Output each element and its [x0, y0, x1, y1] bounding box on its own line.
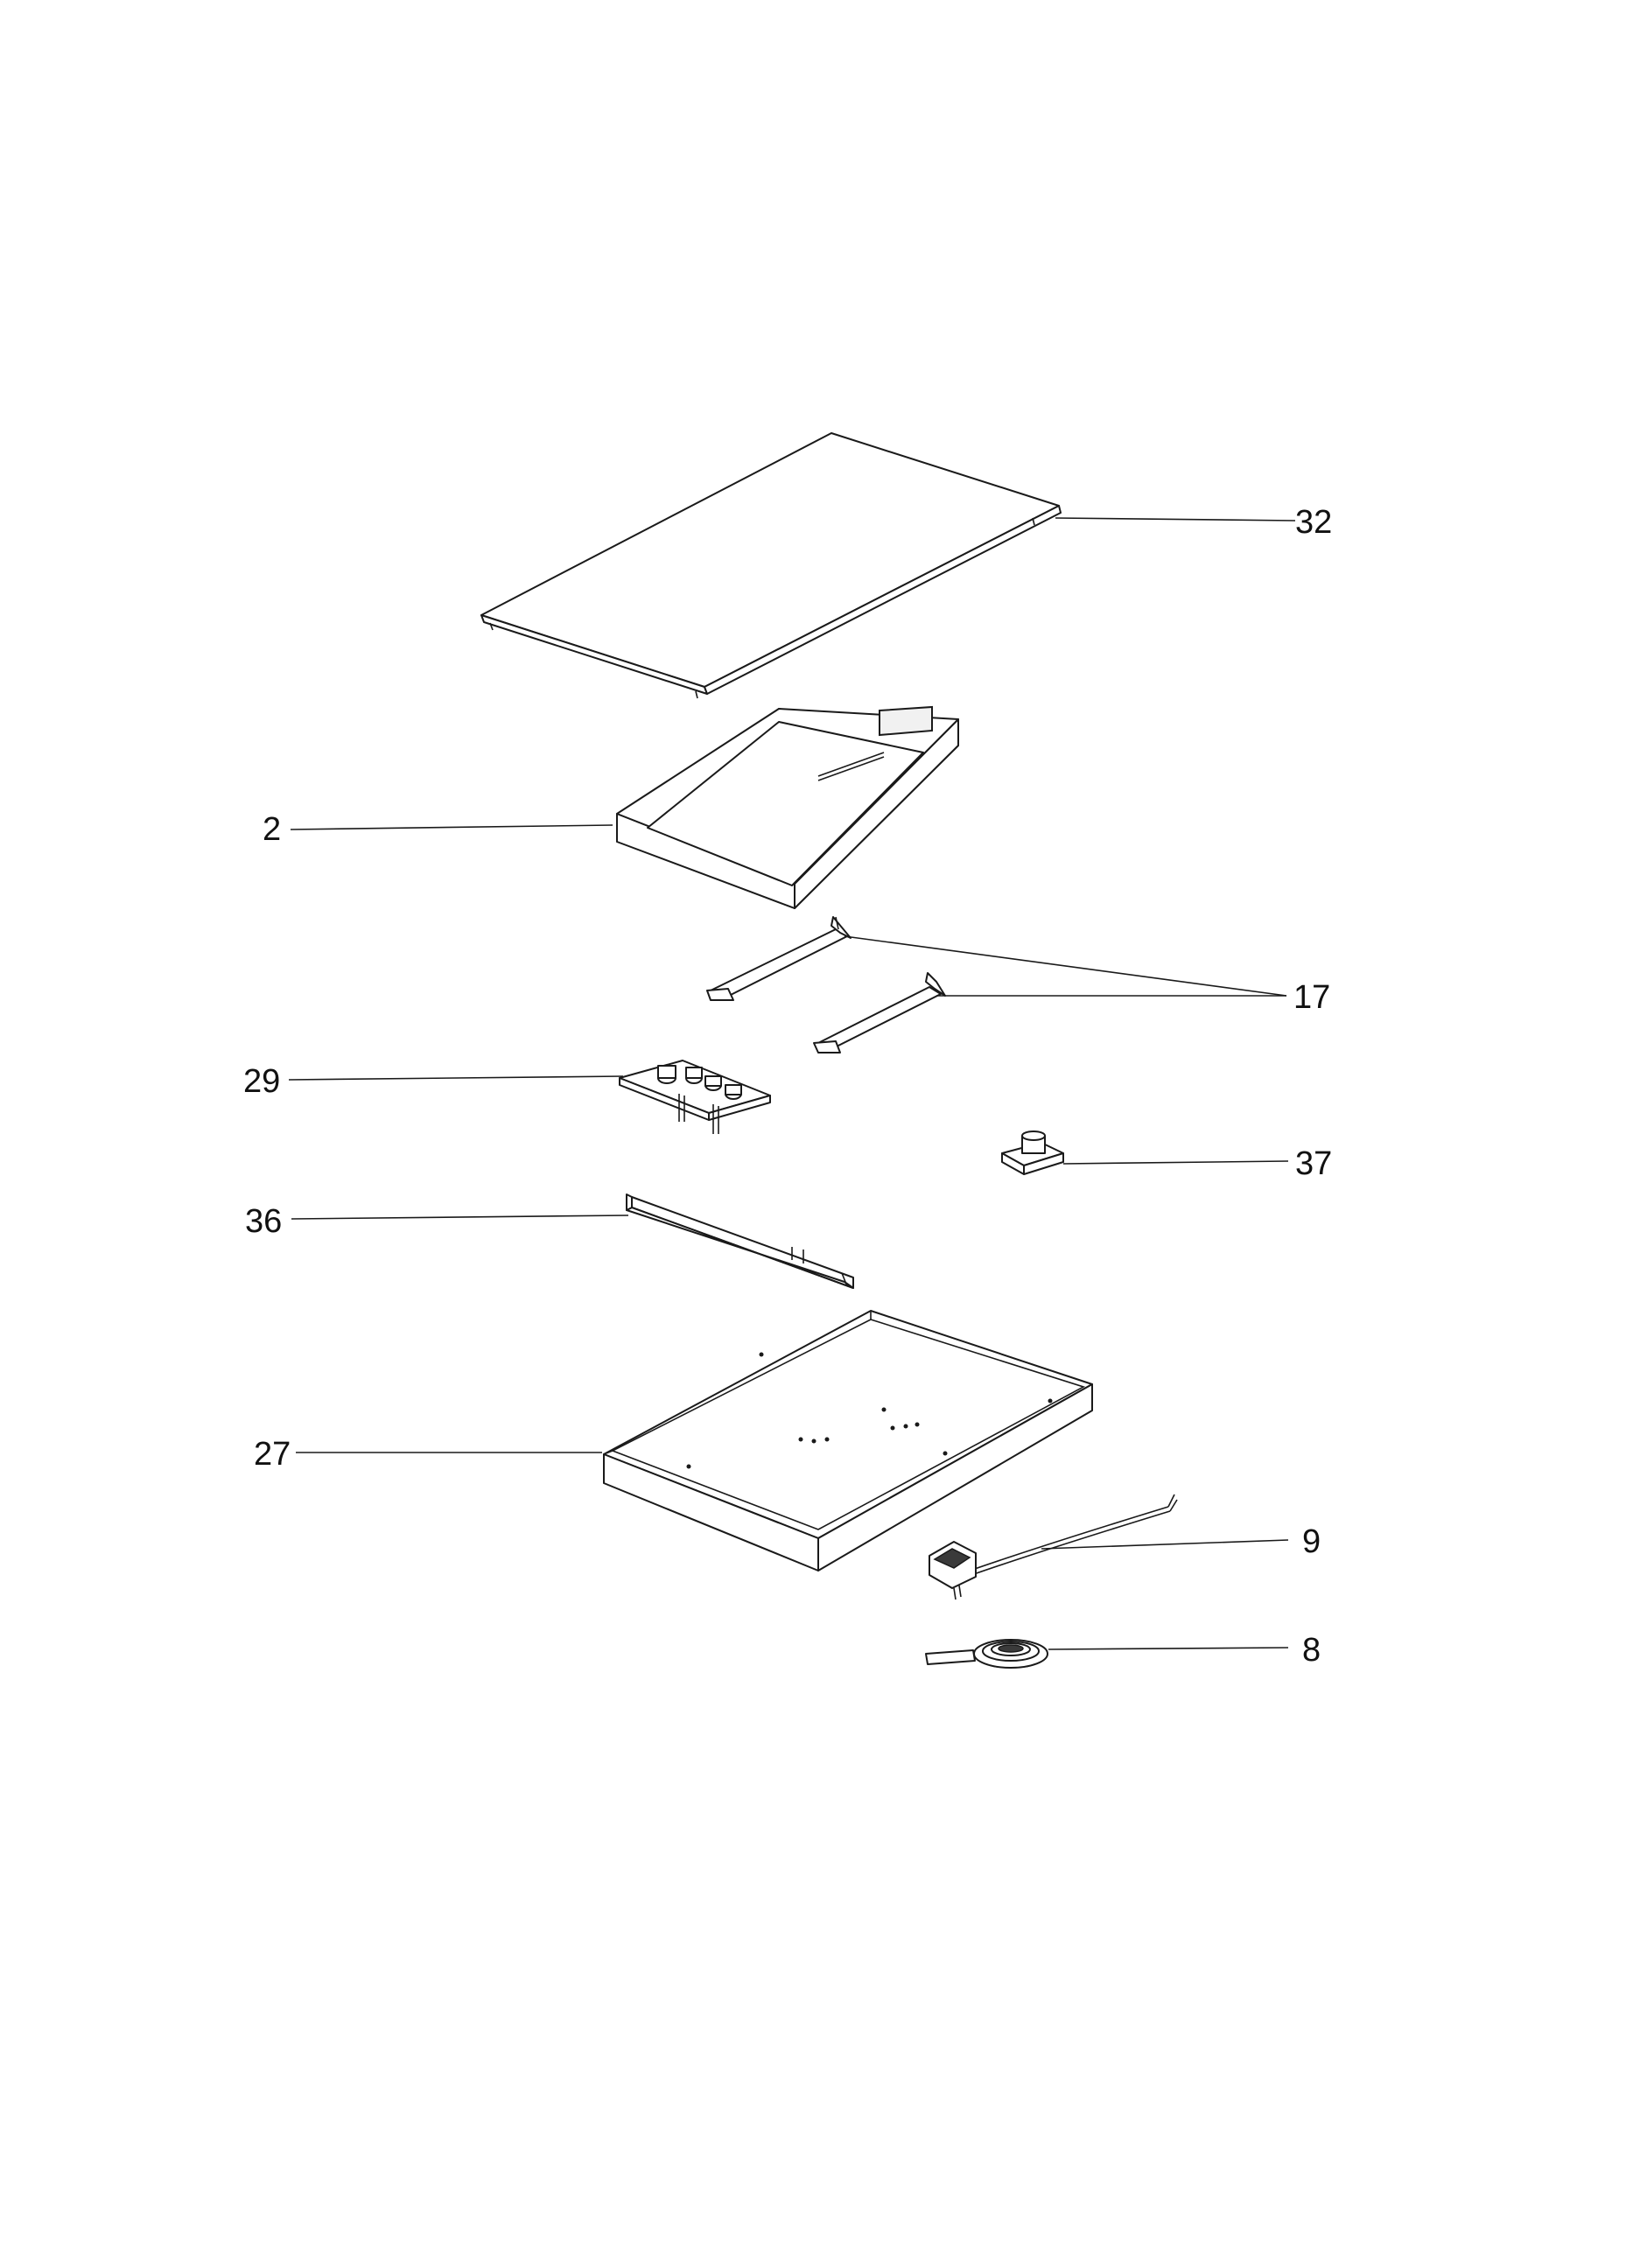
part-17-bracket-upper — [706, 916, 852, 1001]
leader-29 — [288, 1075, 624, 1081]
leader-lines — [288, 517, 1296, 1650]
leader-8 — [1048, 1647, 1289, 1650]
callout-9: 9 — [1302, 1523, 1321, 1560]
leader-36 — [291, 1214, 629, 1220]
callout-8: 8 — [1302, 1632, 1321, 1669]
leader-17a — [844, 935, 1287, 997]
part-2-frame — [616, 705, 959, 909]
callout-36: 36 — [245, 1203, 282, 1240]
part-8-seal-tape-roll — [925, 1639, 1048, 1669]
leader-9 — [1041, 1539, 1289, 1550]
callout-2: 2 — [263, 811, 281, 848]
callout-27: 27 — [254, 1436, 291, 1473]
part-37-sensor-box — [1001, 1130, 1064, 1175]
callout-37: 37 — [1295, 1145, 1332, 1182]
part-17-bracket-lower — [813, 972, 946, 1054]
part-9-power-cord — [929, 1494, 1178, 1600]
part-27-base-tray — [603, 1310, 1093, 1572]
callout-17: 17 — [1293, 979, 1330, 1016]
leader-37 — [1062, 1160, 1289, 1165]
leader-2 — [290, 824, 613, 830]
part-29-control-board — [619, 1060, 771, 1134]
callout-29: 29 — [243, 1063, 280, 1100]
leader-32 — [1055, 517, 1296, 522]
part-36-support-bar — [626, 1194, 854, 1289]
callout-32: 32 — [1295, 504, 1332, 541]
part-32-glass-top — [480, 432, 1062, 699]
